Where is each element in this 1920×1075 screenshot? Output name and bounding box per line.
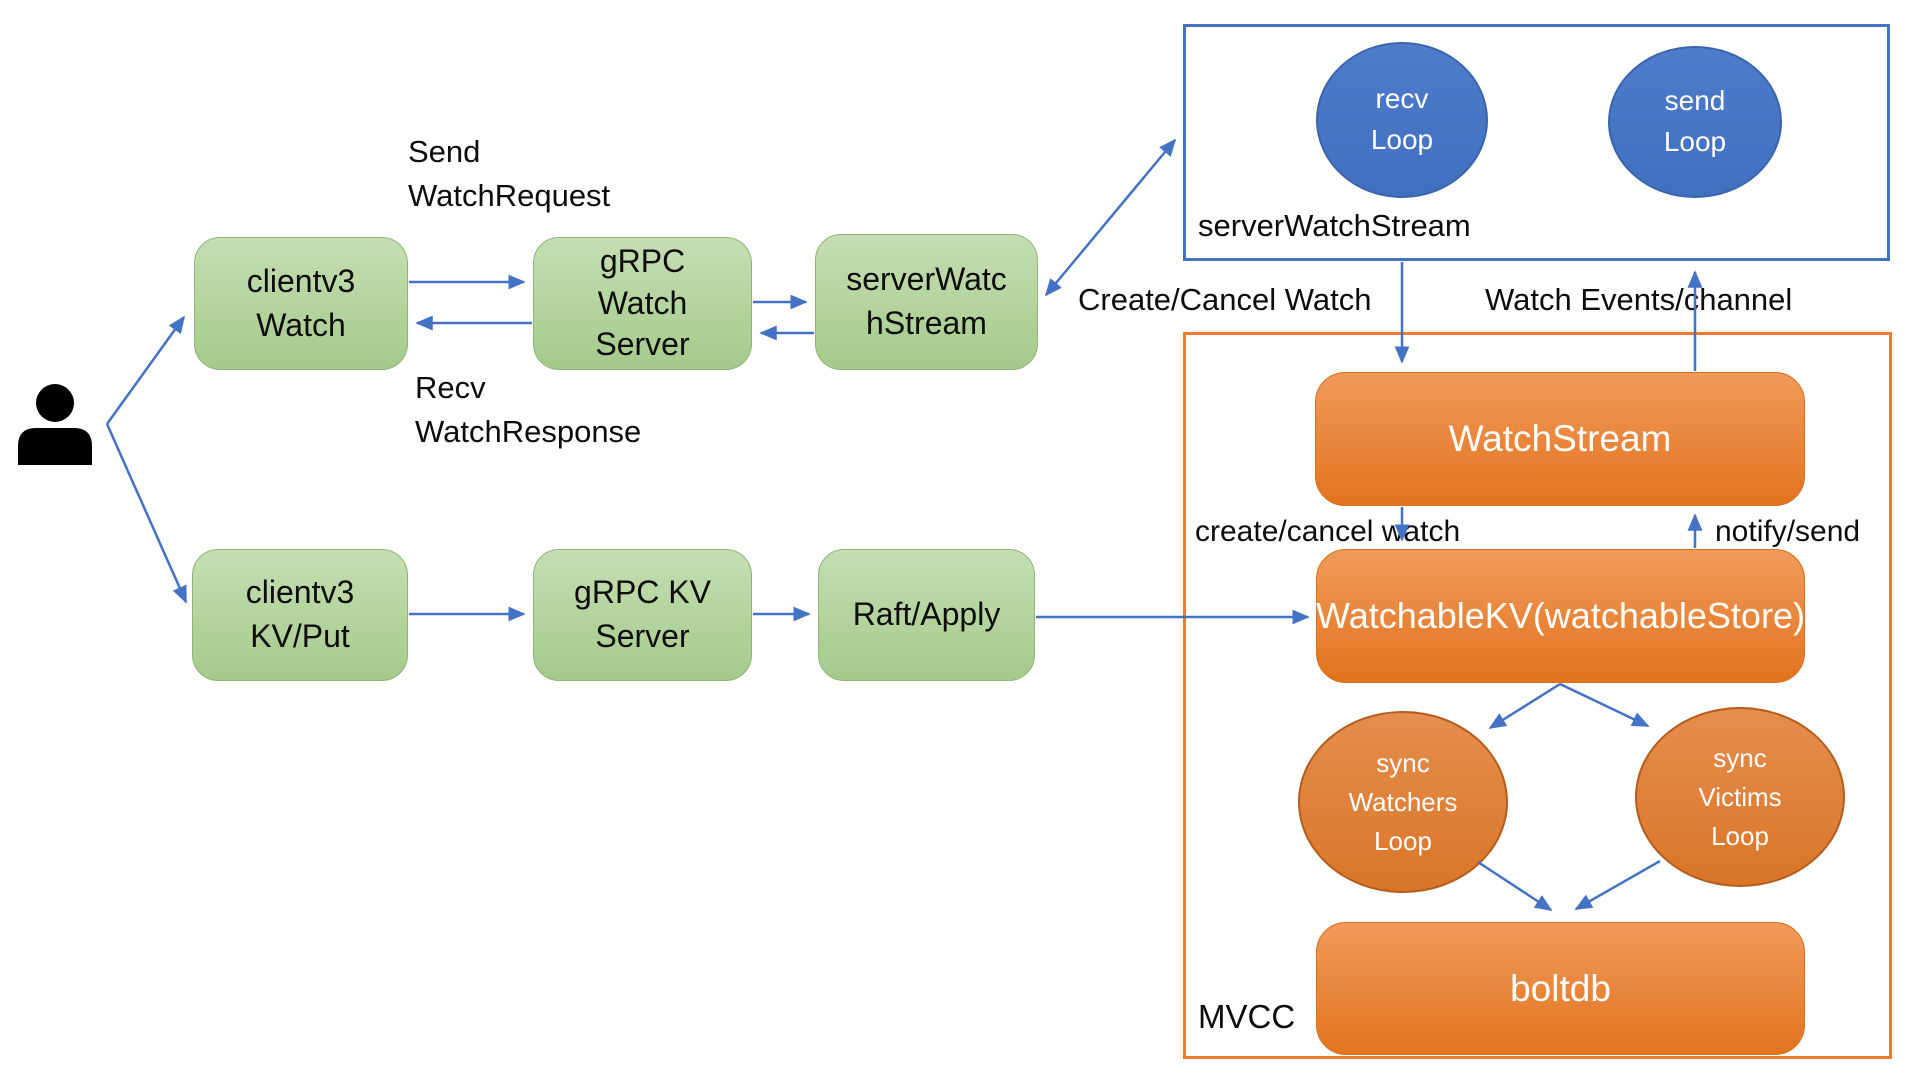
label-create-cancel-watch-lower: create/cancel watch xyxy=(1195,515,1461,548)
label-recv-watchresponse: Recv WatchResponse xyxy=(415,370,642,449)
node-recv-loop: recv Loop xyxy=(1316,42,1488,198)
server-watch-stream-container xyxy=(1183,24,1890,261)
arrow-user-to-clientv3-kv-put xyxy=(105,423,188,604)
server-watch-stream-container-label: serverWatchStream xyxy=(1198,208,1471,243)
node-boltdb: boltdb xyxy=(1316,922,1805,1055)
node-sync-watchers-loop: sync Watchers Loop xyxy=(1298,711,1508,893)
node-grpc-kv-server: gRPC KV Server xyxy=(533,549,752,681)
node-clientv3-watch: clientv3 Watch xyxy=(194,237,408,370)
node-clientv3-kv-put: clientv3 KV/Put xyxy=(192,549,408,681)
arrow-user-to-clientv3-watch xyxy=(105,315,186,425)
node-server-watch-stream: serverWatc hStream xyxy=(815,234,1038,370)
node-grpc-watch-server: gRPC Watch Server xyxy=(533,237,752,370)
node-sync-victims-loop: sync Victims Loop xyxy=(1635,707,1845,887)
node-raft-apply: Raft/Apply xyxy=(818,549,1035,681)
arrow-serverwatchstream-group-bidirectional xyxy=(1044,138,1177,297)
person-icon xyxy=(18,384,92,465)
label-send-watchrequest: Send WatchRequest xyxy=(408,134,611,213)
label-watch-events-channel: Watch Events/channel xyxy=(1485,282,1793,317)
mvcc-container xyxy=(1183,332,1892,1059)
mvcc-container-label: MVCC xyxy=(1198,998,1296,1035)
node-watch-stream: WatchStream xyxy=(1315,372,1805,506)
label-create-cancel-watch: Create/Cancel Watch xyxy=(1078,282,1372,317)
node-send-loop: send Loop xyxy=(1608,46,1782,198)
node-watchable-kv: WatchableKV(watchableStore) xyxy=(1316,549,1805,683)
label-notify-send: notify/send xyxy=(1715,515,1861,548)
